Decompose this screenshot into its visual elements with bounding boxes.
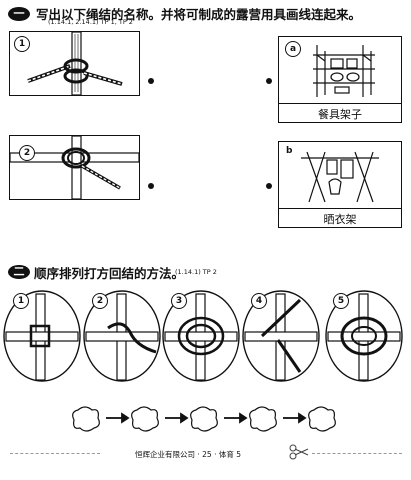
item-b-caption-bar: 晒衣架 bbox=[279, 208, 401, 231]
step-3-number: 3 bbox=[171, 293, 187, 309]
scissors-icon bbox=[289, 444, 309, 460]
answer-slot-2 bbox=[131, 406, 159, 432]
knot-1-panel bbox=[9, 31, 140, 96]
item-b-caption: 晒衣架 bbox=[323, 213, 357, 226]
answer-slot-3 bbox=[190, 406, 218, 432]
knot-1-connect-dot[interactable] bbox=[148, 78, 154, 84]
section-2-ref: (1.14.1) TP 2 bbox=[175, 268, 217, 276]
step-4-number: 4 bbox=[251, 293, 267, 309]
footer-rule-left bbox=[10, 453, 100, 454]
knot-2-connect-dot[interactable] bbox=[148, 183, 154, 189]
dish-rack-illustration bbox=[313, 45, 375, 97]
arrow-2-icon bbox=[180, 412, 189, 424]
clove-hitch-illustration bbox=[27, 31, 123, 96]
item-b-connect-dot[interactable] bbox=[266, 183, 272, 189]
step-1-number: 1 bbox=[13, 293, 29, 309]
step-4-oval bbox=[242, 290, 320, 382]
section-1-title: 写出以下绳结的名称。并将可制成的露营用具画线连起来。 bbox=[36, 7, 362, 22]
step-5-oval bbox=[325, 290, 403, 382]
item-b-panel: 晒衣架 bbox=[278, 141, 402, 228]
section-1-badge: 一 bbox=[8, 7, 30, 21]
knot-1-number: 1 bbox=[14, 36, 30, 52]
item-a-connect-dot[interactable] bbox=[266, 78, 272, 84]
section-1-ref: (1.14.1, 2.14.1) TP 1, TP 2 bbox=[48, 18, 133, 26]
item-a-label: a bbox=[285, 41, 301, 57]
footer-rule-right bbox=[312, 453, 402, 454]
answer-slot-5 bbox=[308, 406, 336, 432]
arrow-1-icon bbox=[121, 412, 130, 424]
arrow-4-icon bbox=[298, 412, 307, 424]
footer-text: 恒辉企业有限公司 · 25 · 体育 5 bbox=[135, 449, 241, 460]
footer-page-number: · 25 · bbox=[197, 450, 217, 459]
clothesline-rack-illustration bbox=[301, 151, 379, 203]
knot-2-number: 2 bbox=[19, 145, 35, 161]
item-a-caption-bar: 餐具架子 bbox=[279, 103, 401, 126]
section-2-badge: 二 bbox=[8, 265, 30, 279]
item-b-label: b bbox=[286, 146, 293, 156]
answer-slot-4 bbox=[249, 406, 277, 432]
answer-sequence bbox=[72, 406, 336, 432]
step-3-oval bbox=[162, 290, 240, 382]
section-2-title: 顺序排列打方回结的方法。 bbox=[34, 266, 185, 281]
step-5-number: 5 bbox=[333, 293, 349, 309]
step-2-oval bbox=[83, 290, 161, 382]
footer-subject: 体育 bbox=[218, 450, 234, 459]
answer-slot-1 bbox=[72, 406, 100, 432]
square-lashing-illustration bbox=[9, 135, 140, 200]
knot-steps-strip bbox=[3, 290, 403, 382]
footer-grade: 5 bbox=[236, 450, 242, 459]
item-a-caption: 餐具架子 bbox=[318, 108, 362, 121]
step-1-oval bbox=[3, 290, 81, 382]
footer-publisher: 恒辉企业有限公司 bbox=[135, 450, 195, 459]
arrow-3-icon bbox=[239, 412, 248, 424]
step-2-number: 2 bbox=[92, 293, 108, 309]
